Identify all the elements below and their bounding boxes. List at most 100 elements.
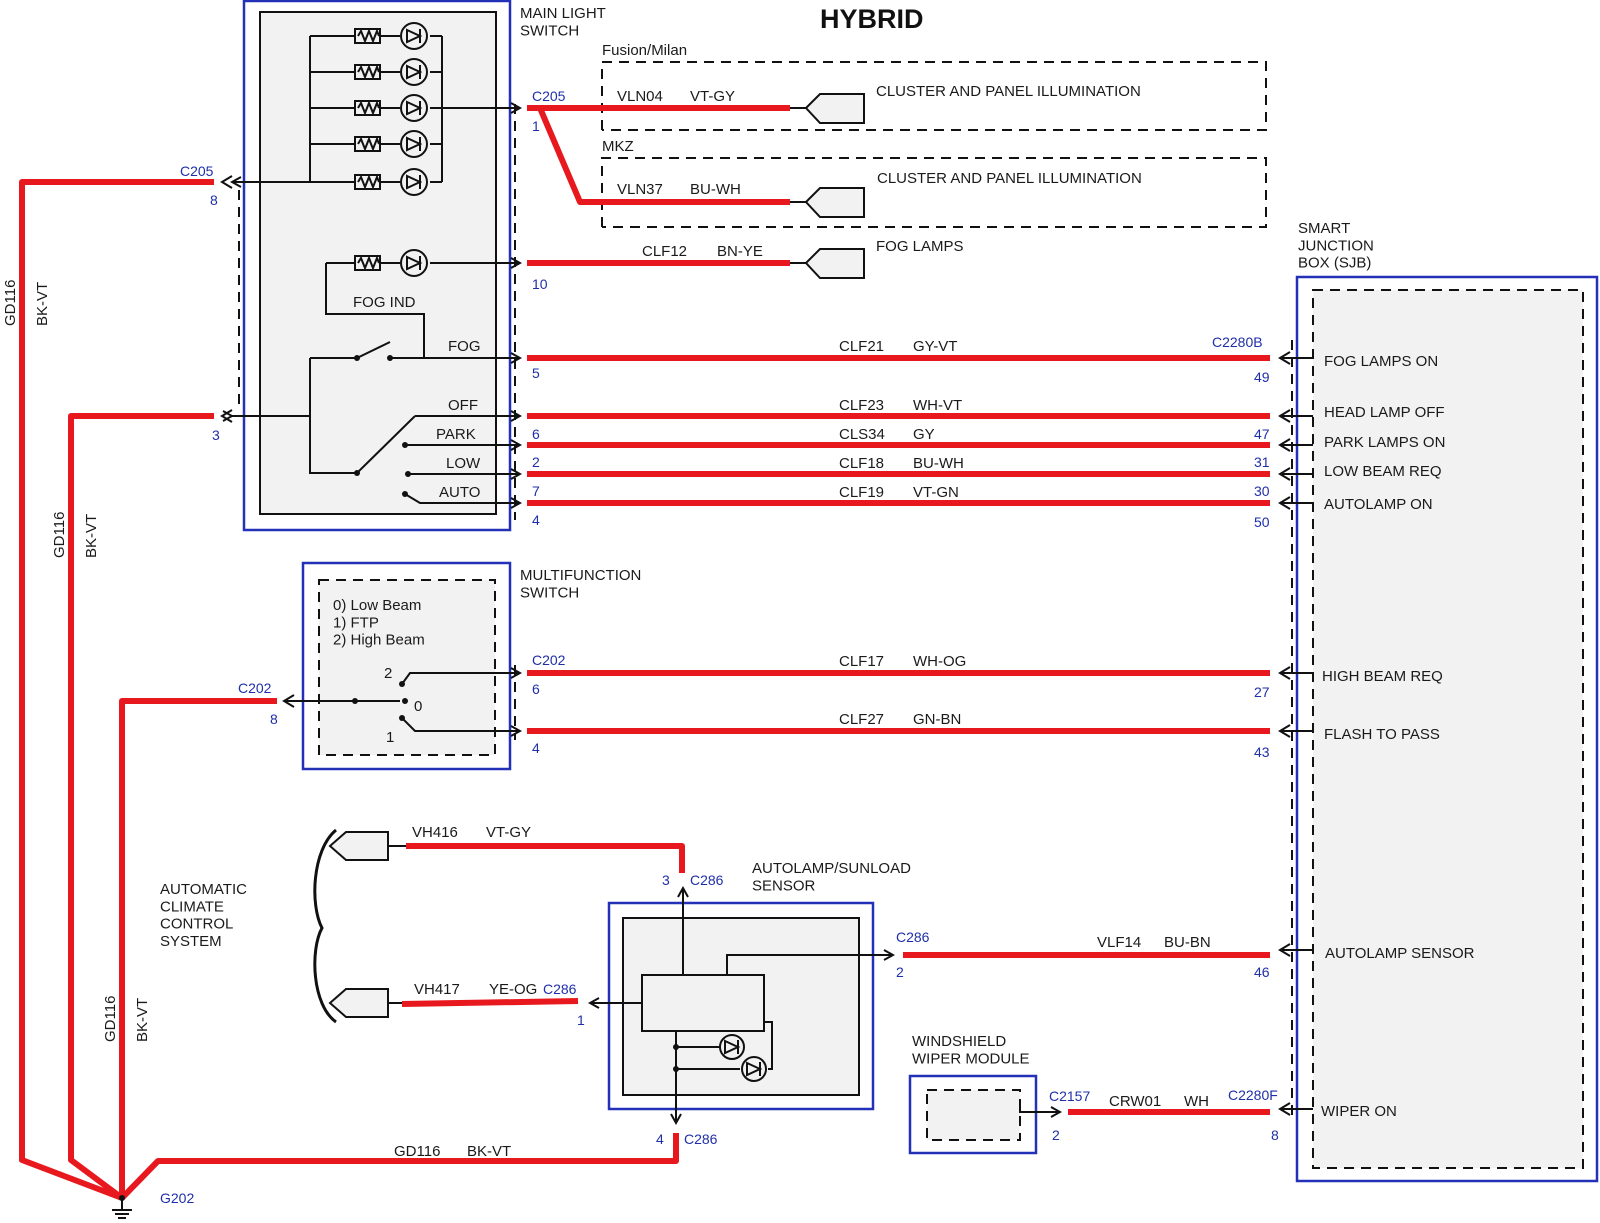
- pin-c286-4: 4: [656, 1131, 664, 1147]
- color-vln04: VT-GY: [690, 88, 735, 105]
- mkz-label: MKZ: [602, 138, 634, 155]
- circuit-vh417: VH417: [414, 981, 460, 998]
- pin-c286-3: 3: [662, 872, 670, 888]
- pin-c205-5: 5: [532, 365, 540, 381]
- connector-c286-right: C286: [896, 929, 930, 945]
- sjb-pin-fog-lamps-on: FOG LAMPS ON: [1324, 353, 1438, 370]
- park-position-label: PARK: [436, 426, 476, 443]
- mfs-pos-0: 0: [414, 698, 422, 715]
- pin-c202-6: 6: [532, 681, 540, 697]
- circuit-crw01: CRW01: [1109, 1093, 1161, 1110]
- circuit-clf12: CLF12: [642, 243, 687, 260]
- bracket-icon: [313, 828, 338, 1024]
- color-clf17: WH-OG: [913, 653, 966, 670]
- wire-vh416: [406, 843, 685, 873]
- pin-sjb-43: 43: [1254, 744, 1270, 760]
- multifunction-switch-body: [318, 579, 496, 756]
- sjb-pin-high-beam-req: HIGH BEAM REQ: [1322, 668, 1443, 685]
- pin-c205-4: 4: [532, 512, 540, 528]
- low-position-label: LOW: [446, 455, 481, 472]
- mfs-pos-1: 1: [386, 729, 394, 746]
- color-gd116-a: BK-VT: [34, 282, 51, 326]
- fog-position-label: FOG: [448, 338, 481, 355]
- pin-c205-1: 1: [532, 118, 540, 134]
- circuit-gd116-a: GD116: [2, 280, 19, 326]
- pin-sjb-31: 31: [1254, 454, 1270, 470]
- circuit-clf17: CLF17: [839, 653, 884, 670]
- mfs-pos-2: 2: [384, 665, 392, 682]
- connector-c205-left: C205: [180, 163, 214, 179]
- multifunction-switch-outline: [301, 561, 512, 771]
- wire-gd116-1: [19, 179, 214, 1201]
- circuit-gd116-d: GD116: [394, 1143, 440, 1160]
- cluster-illumination-connector-2: [790, 187, 865, 218]
- color-gd116-d: BK-VT: [467, 1143, 511, 1160]
- wire-gd116-3: [119, 698, 277, 1198]
- fog-indicator: FOG IND: [325, 249, 520, 358]
- circuit-clf21: CLF21: [839, 338, 884, 355]
- illumination-lamp-bank: [232, 22, 520, 196]
- color-vlf14: BU-BN: [1164, 934, 1211, 951]
- pin-sjb-47: 47: [1254, 426, 1270, 442]
- color-vln37: BU-WH: [690, 181, 741, 198]
- sjb-pin-low-beam-req: LOW BEAM REQ: [1324, 463, 1442, 480]
- sjb-body: [1312, 289, 1584, 1169]
- photodiode-icon: [719, 1034, 745, 1060]
- pin-sjb-49: 49: [1254, 369, 1270, 385]
- wiper-module-body: [926, 1089, 1021, 1141]
- pin-c205-8: 8: [210, 192, 218, 208]
- color-clf19: VT-GN: [913, 484, 959, 501]
- circuit-gd116-c: GD116: [102, 996, 119, 1042]
- pin-c2157-2: 2: [1052, 1127, 1060, 1143]
- auto-position-label: AUTO: [439, 484, 480, 501]
- color-crw01: WH: [1184, 1093, 1209, 1110]
- circuit-vln37: VLN37: [617, 181, 663, 198]
- mkz-variant: MKZ: [601, 138, 1267, 228]
- connector-c2280b: C2280B: [1212, 334, 1263, 350]
- circuit-gd116-b: GD116: [51, 512, 68, 558]
- pin-c205-10: 10: [532, 276, 548, 292]
- lamp-row-1: [310, 22, 442, 50]
- connector-c286-top: C286: [690, 872, 724, 888]
- color-clf21: GY-VT: [913, 338, 957, 355]
- sjb-pin-flash-to-pass: FLASH TO PASS: [1324, 726, 1440, 743]
- autolamp-sensor-outline: [607, 901, 875, 1111]
- wire-gd116-2: [68, 413, 214, 1201]
- connector-c286-left: C286: [543, 981, 577, 997]
- circuit-clf27: CLF27: [839, 711, 884, 728]
- circuit-clf23: CLF23: [839, 397, 884, 414]
- connector-c286-bottom: C286: [684, 1131, 718, 1147]
- fusion-milan-label: Fusion/Milan: [602, 42, 687, 59]
- led-icon: [400, 22, 428, 50]
- color-clf18: BU-WH: [913, 455, 964, 472]
- connector-c205-top: C205: [532, 88, 566, 104]
- headlamp-circuits: [527, 355, 1270, 506]
- pin-sjb-30: 30: [1254, 483, 1270, 499]
- color-vh417: YE-OG: [489, 981, 537, 998]
- fusion-milan-variant: Fusion/Milan: [601, 42, 1267, 131]
- ground-circuits: [19, 179, 679, 1201]
- circuit-vlf14: VLF14: [1097, 934, 1141, 951]
- connector-c2280f: C2280F: [1228, 1087, 1278, 1103]
- lamp-row-5: [310, 168, 442, 196]
- connector-c2157: C2157: [1049, 1088, 1090, 1104]
- pin-c205-3: 3: [212, 427, 220, 443]
- sjb-pin-wiper-on: WIPER ON: [1321, 1103, 1397, 1120]
- pin-sjb-50: 50: [1254, 514, 1270, 530]
- climate-connector-lower: [328, 988, 402, 1018]
- cluster-illumination-label-1: CLUSTER AND PANEL ILLUMINATION: [876, 83, 1141, 100]
- pin-c205-7: 7: [532, 483, 540, 499]
- sjb-pin-head-lamp-off: HEAD LAMP OFF: [1324, 404, 1445, 421]
- led-icon: [400, 94, 428, 122]
- connector-c202-left: C202: [238, 680, 272, 696]
